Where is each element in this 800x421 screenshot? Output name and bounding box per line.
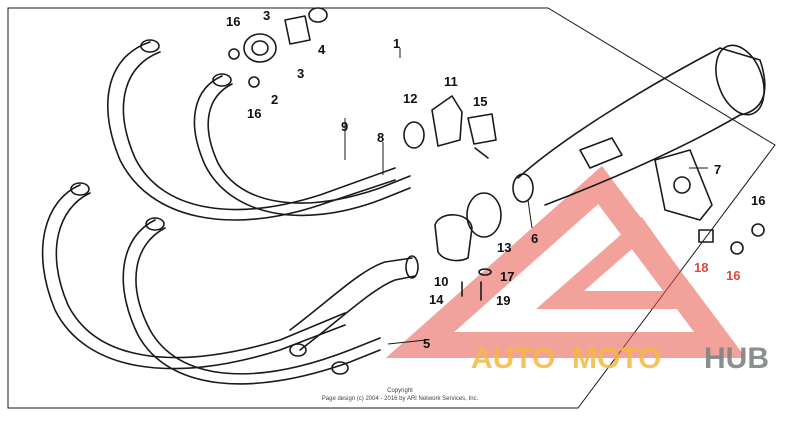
callout-label: 16 [726, 268, 740, 283]
callout-label: 16 [751, 193, 765, 208]
muffler-clamp-upper [431, 95, 463, 147]
callout-label: 5 [423, 336, 430, 351]
watermark-word-auto: AUTO [471, 342, 555, 375]
header-pipe-upper [107, 39, 411, 221]
diagram-border [7, 7, 776, 409]
exhaust-collector [289, 255, 419, 375]
callout-label: 11 [444, 74, 458, 89]
callout-label: 7 [714, 162, 721, 177]
watermark-logo [385, 165, 746, 358]
muffler-plate [467, 113, 497, 145]
callout-label: 6 [531, 231, 538, 246]
callout-label: 2 [271, 92, 278, 107]
callout-label: 15 [473, 94, 487, 109]
exhaust-clamp-joint [284, 7, 328, 45]
callout-label: 3 [263, 8, 270, 23]
callout-label: 12 [403, 91, 417, 106]
callout-label: 4 [318, 42, 326, 57]
watermark-wordmark: AUTO MOTO HUB [471, 342, 769, 375]
muffler-body [512, 44, 766, 206]
callout-label: 17 [500, 269, 514, 284]
callout-label: 13 [497, 240, 511, 255]
exhaust-seal-large [466, 192, 502, 238]
watermark-word-moto: MOTO [572, 342, 661, 375]
copyright-line: Copyright [387, 388, 413, 394]
nut-icon [751, 223, 765, 237]
callout-labels: 16 3 4 1 3 2 16 9 8 12 11 15 7 6 16 13 1… [226, 8, 765, 351]
muffler-clamp-lower [434, 214, 473, 262]
leader-lines [344, 48, 708, 345]
bolt-icon [474, 147, 489, 159]
callout-label: 14 [429, 292, 444, 307]
callout-label: 16 [226, 14, 240, 29]
callout-label: 19 [496, 293, 510, 308]
callout-label: 9 [341, 119, 348, 134]
collar-icon [698, 229, 714, 243]
nut-icon [228, 48, 240, 60]
exhaust-gasket-ring [243, 33, 277, 63]
washer-icon [478, 268, 492, 276]
callout-label: 16 [247, 106, 261, 121]
header-pipe-lower [41, 182, 381, 385]
nut-icon [248, 76, 260, 88]
callout-label: 18 [694, 260, 708, 275]
copyright-line: Page design (c) 2004 - 2016 by ARI Netwo… [322, 396, 479, 402]
callout-label: 10 [434, 274, 448, 289]
watermark-word-hub: HUB [704, 342, 769, 375]
callout-label: 1 [393, 36, 400, 51]
nut-icon [730, 241, 744, 255]
muffler-bracket [654, 149, 713, 221]
callout-label: 3 [297, 66, 304, 81]
exhaust-seal-small [403, 121, 425, 149]
callout-label: 8 [377, 130, 384, 145]
